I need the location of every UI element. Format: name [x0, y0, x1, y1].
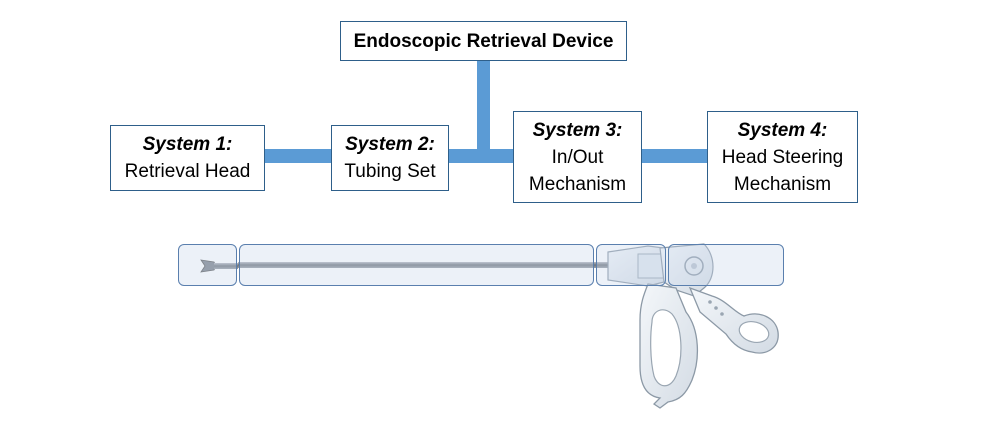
tubing-shaft: [238, 262, 610, 268]
region-in-out-mechanism: [596, 244, 666, 286]
system-3-box: System 3: In/Out Mechanism: [513, 111, 642, 203]
region-head-steering: [668, 244, 784, 286]
connector-system1-system2: [264, 149, 332, 163]
system-4-title: System 4:: [737, 119, 828, 141]
system-3-line-1: In/Out: [551, 146, 604, 168]
root-label: Endoscopic Retrieval Device: [353, 30, 614, 52]
region-tubing-set: [239, 244, 594, 286]
system-2-line-1: Tubing Set: [344, 161, 436, 182]
system-4-line-1: Head Steering: [721, 146, 844, 168]
connector-system3-system4: [641, 149, 708, 163]
system-3-line-2: Mechanism: [528, 173, 627, 195]
system-4-line-2: Mechanism: [733, 173, 832, 195]
system-1-line-1: Retrieval Head: [124, 161, 251, 182]
root-box: Endoscopic Retrieval Device: [340, 21, 627, 61]
region-retrieval-head: [178, 244, 237, 286]
system-3-title: System 3:: [532, 119, 623, 141]
system-1-box: System 1: Retrieval Head: [110, 125, 265, 191]
system-1-title: System 1:: [142, 134, 233, 155]
retrieval-head-jaws: [200, 259, 238, 273]
moving-lever-grip: [688, 286, 779, 354]
system-2-title: System 2:: [345, 134, 435, 155]
connector-system2-system3: [448, 149, 514, 163]
system-2-box: System 2: Tubing Set: [331, 125, 449, 191]
system-4-box: System 4: Head Steering Mechanism: [707, 111, 858, 203]
fixed-finger-grip: [639, 283, 699, 409]
root-connector-vertical: [477, 60, 490, 156]
